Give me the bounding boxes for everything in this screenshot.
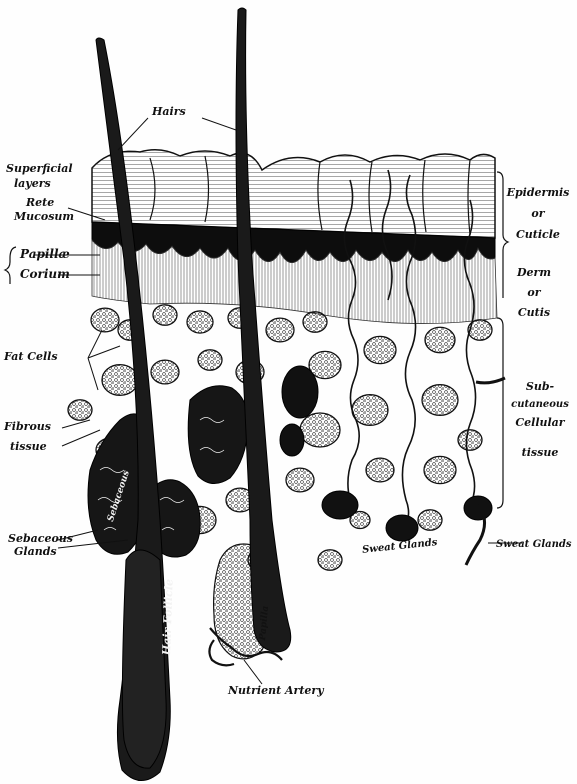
label-fat-cells: Fat Cells <box>4 350 58 363</box>
fat-cell-lobule <box>422 385 458 416</box>
label-fibrous-tissue-2: tissue <box>10 440 47 453</box>
fat-cell-lobule <box>418 510 442 530</box>
label-nutrient-artery: Nutrient Artery <box>228 684 324 697</box>
label-corium: Corium <box>20 268 70 281</box>
fat-cell-lobule <box>352 395 388 426</box>
label-epidermis-3: Cuticle <box>506 228 570 241</box>
label-subcutaneous-4: tissue <box>508 446 572 459</box>
sweat-glands <box>280 366 492 541</box>
label-superficial-layers-2: layers <box>14 177 51 190</box>
label-epidermis-2: or <box>506 207 570 220</box>
label-subcutaneous-2: cutaneous <box>508 398 572 411</box>
fat-cell-lobule <box>198 350 222 370</box>
label-subcutaneous-1: Sub- <box>508 380 572 393</box>
fat-cell-lobule <box>300 413 340 447</box>
fat-cell-lobule <box>366 458 394 482</box>
label-subcutaneous-3: Cellular <box>508 416 572 429</box>
label-derm-2: or <box>506 286 562 299</box>
label-sebaceous-glands-2: Glands <box>14 545 57 558</box>
label-papillae: Papillæ <box>20 248 70 261</box>
fat-cell-lobule <box>458 430 482 450</box>
label-hair-follicle: Hair Follicle <box>160 579 176 656</box>
fat-cell-lobule <box>187 311 213 333</box>
fat-cell-lobule <box>364 336 396 363</box>
fat-cell-lobule <box>303 312 327 332</box>
label-epidermis-1: Epidermis <box>506 186 570 199</box>
fat-cell-lobule <box>102 365 138 396</box>
label-hairs: Hairs <box>152 105 186 118</box>
fat-cell-lobule <box>91 308 119 332</box>
sebaceous-glands <box>88 386 248 557</box>
fat-cell-lobule <box>425 327 455 353</box>
label-superficial-layers-1: Superficial <box>6 162 73 175</box>
label-rete-mucosum-1: Rete <box>26 196 54 209</box>
fat-cell-lobule <box>153 305 177 325</box>
fat-cell-lobule <box>68 400 92 420</box>
label-derm-3: Cutis <box>506 306 562 319</box>
fat-cell-lobule <box>151 360 179 384</box>
fat-cell-lobule <box>266 318 294 342</box>
fat-cell-lobule <box>286 468 314 492</box>
label-derm-1: Derm <box>506 266 562 279</box>
label-sweat-glands-right: Sweat Glands <box>496 538 571 551</box>
fat-cell-lobule <box>424 456 456 483</box>
label-sebaceous-glands-1: Sebaceous <box>8 532 73 545</box>
fat-cell-lobule <box>318 550 342 570</box>
label-rete-mucosum-2: Mucosum <box>14 210 74 223</box>
label-fibrous-tissue-1: Fibrous <box>4 420 51 433</box>
